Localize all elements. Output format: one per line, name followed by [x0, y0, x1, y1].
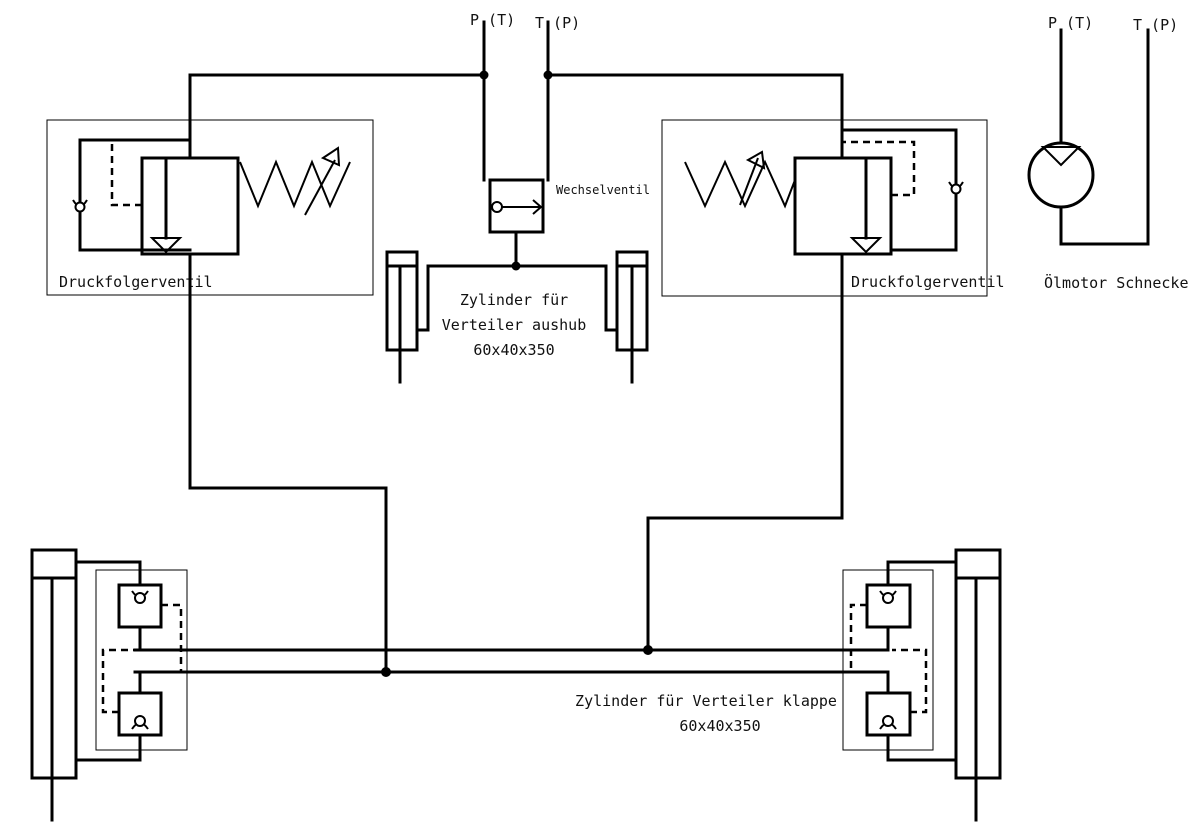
- port-p-label: P (T): [470, 11, 515, 29]
- flap-cyl-label-1: Zylinder für Verteiler klappe: [575, 692, 837, 710]
- junction-dot: [643, 645, 653, 655]
- flap-cylinder-left-body: [30, 548, 78, 780]
- seq-valve-right: Druckfolgerventil: [661, 119, 1005, 297]
- seq-valve-right-label: Druckfolgerventil: [851, 273, 1005, 291]
- flap-cyl-label-2: 60x40x350: [679, 717, 760, 735]
- lift-cyl-label-1: Zylinder für: [460, 291, 568, 309]
- seq-valve-left: Druckfolgerventil: [46, 119, 374, 296]
- shuttle-valve-label: Wechselventil: [556, 183, 650, 197]
- seq-valve-left-label: Druckfolgerventil: [59, 273, 213, 291]
- junction-dot: [479, 70, 489, 80]
- junction-dot: [381, 667, 391, 677]
- port-t-label: T (P): [535, 14, 580, 32]
- valve-body: [140, 156, 240, 256]
- valve-frame: [661, 119, 988, 297]
- junction-dot: [511, 261, 521, 271]
- main-lines: [133, 252, 887, 677]
- motor-port-t-label: T (P): [1133, 16, 1178, 34]
- lift-cyl-label-2: Verteiler aushub: [442, 316, 587, 334]
- flap-cylinder-left: [30, 548, 188, 822]
- lift-cyl-label-3: 60x40x350: [473, 341, 554, 359]
- motor-label: Ölmotor Schnecke: [1044, 273, 1189, 292]
- junction-dot: [543, 70, 553, 80]
- valve-body: [793, 156, 893, 256]
- flap-cylinder-right: Zylinder für Verteiler klappe 60x40x350: [575, 548, 1002, 822]
- lift-cylinders: Zylinder für Verteiler aushub 60x40x350: [385, 250, 649, 384]
- motor-port-p-label: P (T): [1048, 14, 1093, 32]
- lift-cylinder-left: [385, 250, 419, 352]
- valve-frame: [46, 119, 374, 296]
- supply-lines: P (T) T (P): [188, 11, 844, 182]
- motor-icon: [1027, 141, 1095, 209]
- oil-motor: P (T) T (P) Ölmotor Schnecke: [1027, 14, 1189, 292]
- flap-cylinder-right-body: [954, 548, 1002, 780]
- shuttle-valve: Wechselventil: [488, 178, 650, 268]
